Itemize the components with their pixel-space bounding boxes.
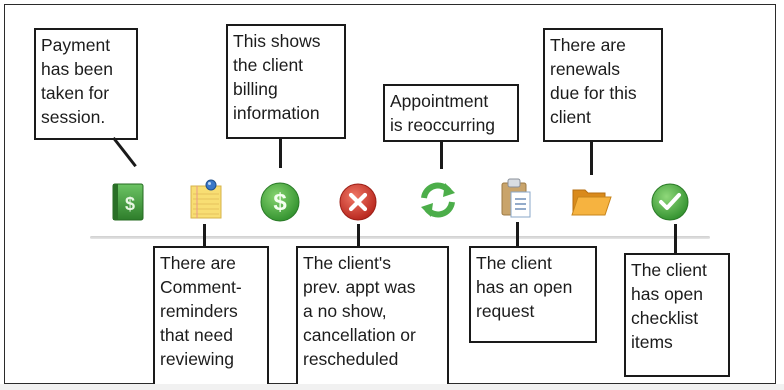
renewals-folder-icon[interactable] [569,178,613,222]
toolbar-divider [90,236,710,239]
page-footer-strip [0,384,784,390]
callout-checklist: The client has open checklist items [624,253,730,377]
no-show-icon[interactable] [336,180,380,224]
checklist-icon[interactable] [648,180,692,224]
open-request-icon[interactable] [494,176,538,220]
callout-recurring: Appointment is reoccurring [383,84,519,142]
recurring-appointment-icon[interactable] [416,178,460,222]
billing-info-icon[interactable]: $ [258,180,302,224]
leader-request [516,222,519,248]
callout-noshow: The client's prev. appt was a no show, c… [296,246,449,386]
leader-comments [203,224,206,248]
comment-reminders-icon[interactable] [184,178,228,222]
leader-renewals [590,141,593,175]
callout-billing: This shows the client billing informatio… [226,24,346,139]
leader-recurring [440,141,443,169]
callout-comments: There are Comment- reminders that need r… [153,246,269,386]
leader-billing [279,138,282,168]
callout-request: The client has an open request [469,246,597,343]
callout-renewals: There are renewals due for this client [543,28,663,142]
payment-taken-icon[interactable]: $ [105,180,149,224]
callout-payment: Payment has been taken for session. [34,28,138,140]
svg-text:$: $ [125,194,135,214]
leader-noshow [357,224,360,247]
leader-checklist [674,224,677,254]
svg-text:$: $ [273,189,287,216]
